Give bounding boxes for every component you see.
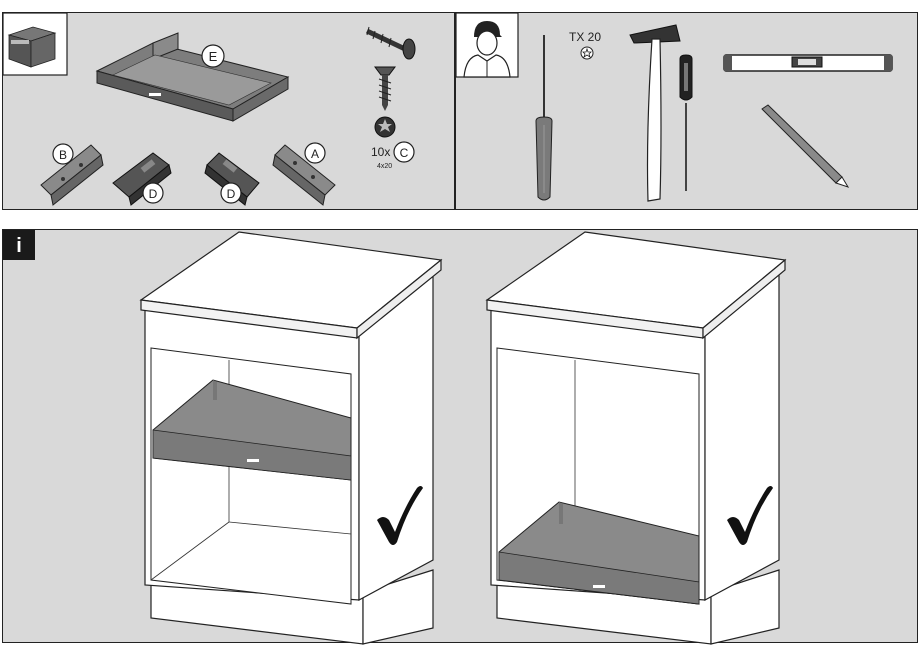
- info-badge: [3, 230, 35, 260]
- part-e-callout: [201, 44, 225, 68]
- torx-star-icon: [580, 46, 594, 60]
- part-d-left-label: D: [149, 187, 158, 201]
- drawer-mounted-high: [152, 379, 352, 481]
- torx-bit-label: TX 20: [569, 30, 601, 44]
- part-c-callout: [393, 141, 415, 163]
- part-d-right-callout: [220, 182, 242, 204]
- hammer-icon: [629, 24, 681, 202]
- part-a-callout: [304, 142, 326, 164]
- checkmark-icon: [727, 486, 773, 545]
- part-c-label: C: [400, 146, 409, 160]
- spirit-level-icon: [723, 54, 893, 72]
- drawer-mounted-low: [498, 501, 700, 605]
- torx-head-icon: [374, 116, 396, 138]
- tools-panel: TX 20: [455, 12, 918, 210]
- info-badge-label: i: [16, 235, 22, 257]
- info-panel: i: [2, 229, 918, 645]
- bracket-part-b: [40, 144, 104, 206]
- checkmark-icon: [377, 486, 423, 545]
- drawer-tray-part-e: [95, 32, 290, 122]
- part-b-label: B: [59, 148, 67, 162]
- part-d-left-callout: [142, 182, 164, 204]
- worker-icon: [455, 12, 519, 78]
- torx-screwdriver-icon: [535, 35, 553, 201]
- bracket-part-a: [272, 144, 336, 206]
- parts-panel: E B D D: [2, 12, 455, 210]
- screw-vertical-icon: [374, 66, 396, 111]
- part-a-label: A: [311, 147, 319, 161]
- part-e-label: E: [209, 49, 218, 64]
- screw-icon: [365, 26, 416, 60]
- part-b-callout: [52, 143, 74, 165]
- pencil-icon: [761, 104, 850, 188]
- screw-quantity: 10x: [371, 145, 390, 159]
- part-d-right-label: D: [227, 187, 236, 201]
- screw-size: 4x20: [377, 163, 392, 170]
- flat-screwdriver-icon: [679, 54, 693, 191]
- package-box-icon: [2, 12, 68, 76]
